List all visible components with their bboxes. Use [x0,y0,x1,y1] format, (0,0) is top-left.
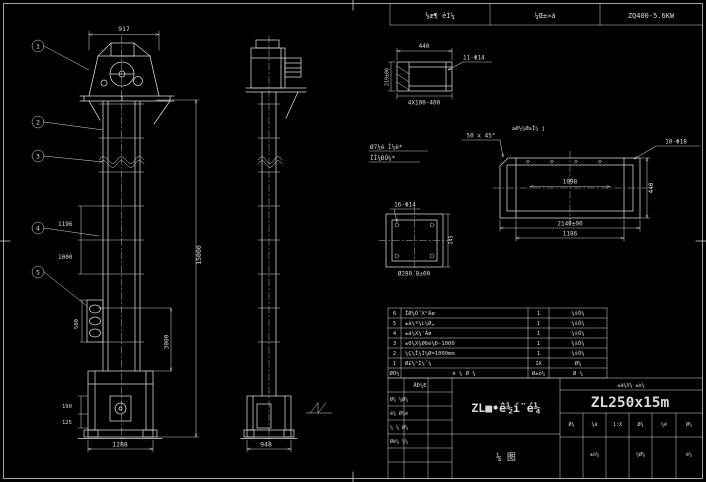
parts-row-qty: 1 [537,341,540,347]
front-view-dimensions: 917 15000 3000 1196 1000 500 190 125 128… [58,25,203,453]
title-bottom-cell: ±ò¼ [590,451,599,458]
title-scale-cell: Ø¼ [686,421,692,428]
dim-side-bottom: 948 [260,441,272,449]
parts-row-name: ¼Ç¼Î¼Ì¼Ø=1000mm [405,350,455,357]
dim-casing-len2: 1186 [563,231,578,238]
dim-front-height: 15000 [195,245,203,265]
title-block: ÄÐ¼E Ø¼ ¼Ø¼ é¼ Ø¼è ¼ ¼ Ø¼ Øè¼ ¼¼ ZL■•ê½í… [387,377,703,479]
parts-header-mat: Ø ¼ [573,370,583,377]
parts-row-no: 5 [393,321,396,327]
title-scale-cell: Ø¼ [568,421,574,428]
annotation-notes: Ø7¼è Ì¼è* ÏÎ¼ÐÒ¼* [368,144,429,163]
dim-front-boot-1: 190 [62,404,72,410]
title-top-note: ±ä¼X¼ ±ò¼ [617,382,644,389]
label-plate-holes: 16-Φ14 [394,202,416,209]
title-sign-cell: ¼ ¼ Ø¼ [390,424,408,431]
title-scale-cell: Ø¼ [637,421,643,428]
dim-flange-bottom: 4X100-400 [408,100,441,107]
parts-row-mat: Ø¼ [575,360,582,367]
parts-row-name: ±à¼ª¼L¼Ø„ [405,320,435,327]
balloon-4: 4 [36,225,40,233]
front-view [77,35,175,445]
detail-flange-dimensions: 440 219±00 4X100-400 11-Φ14 [385,43,493,107]
balloon-5: 5 [36,269,40,277]
dim-front-section: 3000 [164,334,171,349]
dim-front-bottom: 1288 [112,441,128,449]
parts-row-qty: 1X [535,361,542,367]
parts-row-no: 6 [393,311,396,317]
model-number: ZL250x15m [591,395,670,411]
detail-casing-dimensions: 50 x 45° ≥Ø½¼Ø≥Î¼ j 10-Φ18 1098 440 2140… [461,125,701,242]
parts-row-no: 2 [393,351,396,357]
detail-plate [378,206,451,275]
label-casing-note: ≥Ø½¼Ø≥Î¼ j [512,125,545,132]
balloon-3: 3 [36,153,40,161]
side-view-dimensions: 948 [247,439,291,453]
title-scale-cell: ¼è [661,421,667,428]
parts-row-qty: 1 [537,351,540,357]
parts-header-no: ØÒ¼ [390,370,400,377]
top-strip-cell-2: ¼Œ±»á [534,12,555,20]
parts-row-qty: 1 [537,321,540,327]
title-sign-cell: Ø¼ ¼Ø¼ [390,396,408,403]
dim-front-left-1: 1196 [58,221,73,228]
dim-plate-bottom: Ø280.8±00 [398,271,431,278]
dim-front-boot-2: 125 [62,420,72,426]
parts-row-name: ±ä¼X¼'Áø [405,330,432,337]
dim-front-left-2: 1000 [58,254,73,261]
top-strip: ½æ¶ éÌ¼ ¼Œ±»á ZQ400-5.6KW [389,3,703,26]
detail-casing [492,150,648,226]
title-sign-cell: Øè¼ ¼¼ [390,438,408,445]
dim-casing-inner: 1098 [563,179,578,186]
dim-casing-height: 440 [648,182,655,193]
parts-row-mat: ¼šÒ¼ [571,340,584,347]
label-casing-chamfer: 50 x 45° [467,133,496,140]
parts-row-qty: 1 [537,331,540,337]
title-bottom-cell: é¼ [686,451,692,458]
dim-plate-right: 245 [449,235,455,244]
balloon-2: 2 [36,119,40,127]
parts-header-name: é ¼ Ø ¼ [452,370,475,377]
dim-casing-len1: 2140±00 [557,221,583,228]
parts-row-mat: ¼šÒ¼ [571,350,584,357]
note-line-1: Ø7¼è Ì¼è* [370,144,403,151]
parts-row-name: ±0¼X¼Ø6é¼Ð-1000 [405,340,455,347]
front-view-balloons: 1 2 3 4 5 [31,39,104,307]
top-strip-cell-3: ZQ400-5.6KW [628,12,675,20]
parts-row-mat: ¼šÒ¼ [571,330,584,337]
note-line-2: ÏÎ¼ÐÒ¼* [370,155,396,162]
drawing-title: ZL■•ê½í¨é¼ [471,401,540,415]
parts-row-qty: 1 [537,311,540,317]
title-bottom-cell: ¼Ø¼ [636,451,645,458]
parts-header-qty: Ø±ò¼ [532,370,545,377]
label-flange-holes: 11-Φ14 [463,55,485,62]
drawing-subtitle: ¼ 图 [496,452,516,463]
dim-flange-left: 219±00 [385,68,391,86]
detail-plate-dimensions: 16-Φ14 Ø280.8±00 245 [389,202,455,278]
side-view [240,35,333,445]
title-scale-cell: 1:X [613,422,622,428]
title-sign-label: ÄÐ¼E [413,382,426,389]
title-scale-cell: ¼ä [591,422,597,428]
top-strip-cell-1: ½æ¶ éÌ¼ [425,11,455,20]
dim-flange-top: 440 [419,43,430,50]
parts-row-no: 1 [393,361,396,367]
parts-table: 6 ÏØ¼ÒˆX°Áø 1 ¼šÒ¼ 5 ±à¼ª¼L¼Ø„ 1 ¼šÒ¼ 4 … [387,307,608,379]
parts-row-no: 3 [393,341,396,347]
parts-row-name: ÏØ¼ÒˆX°Áø [405,310,435,317]
dim-front-bucket: 500 [74,319,80,329]
balloon-1: 1 [36,43,40,51]
parts-row-mat: ¼šÒ¼ [571,320,584,327]
parts-row-mat: ¼šÒ¼ [571,310,584,317]
parts-row-name: Ø£¼°Ì¼ˆ¼ [405,360,432,367]
label-casing-holes: 10-Φ18 [665,139,687,146]
parts-row-no: 4 [393,331,397,337]
dim-front-top: 917 [118,25,130,33]
detail-flange [396,61,453,92]
title-sign-cell: é¼ Ø¼è [390,410,408,417]
